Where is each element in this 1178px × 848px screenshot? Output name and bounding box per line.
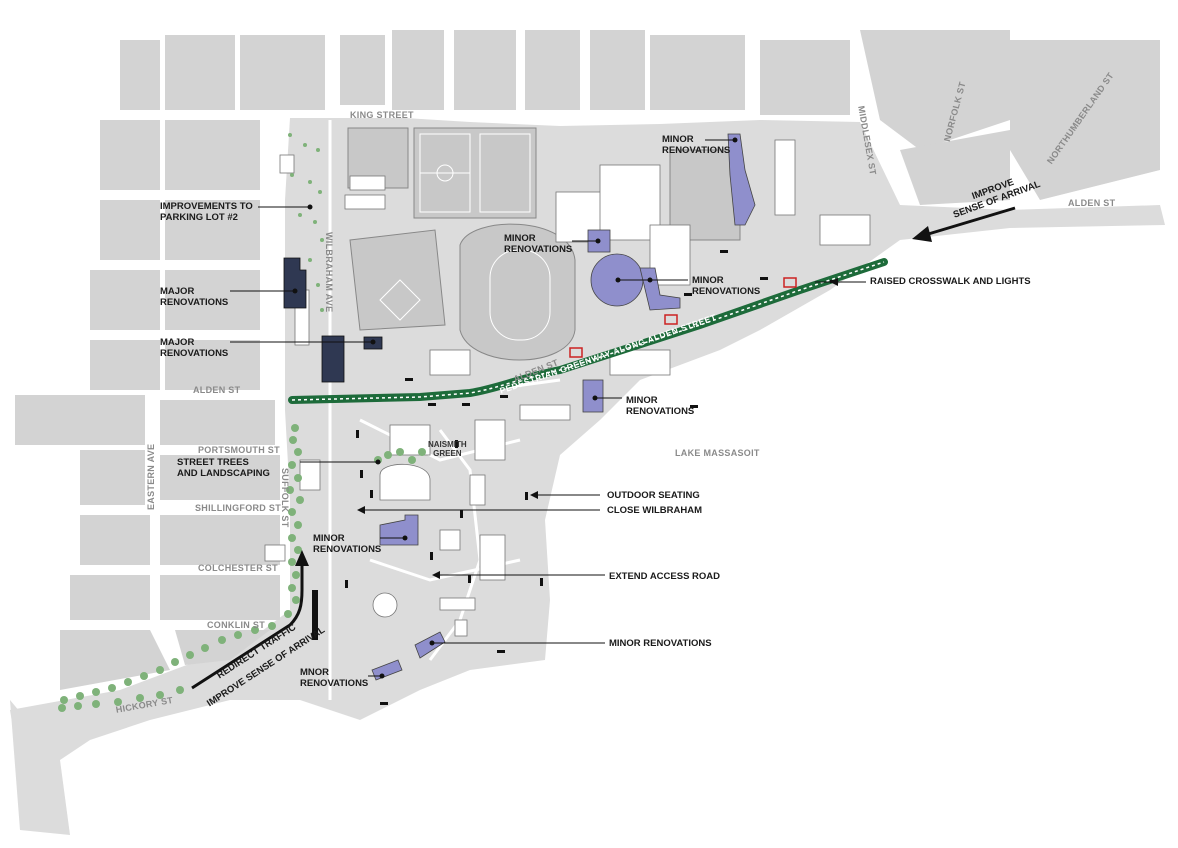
minor-lake-line-2: RENOVATIONS (626, 406, 695, 417)
minor-center-line-1: MINOR (504, 233, 536, 244)
colchester-st-label: COLCHESTER ST (198, 563, 278, 573)
minor-renovations-callout-south: MINOR RENOVATIONS (313, 533, 381, 555)
wilbraham-ave-label: WILBRAHAM AVE (324, 232, 334, 313)
minor-top-line-2: RENOVATIONS (662, 145, 731, 156)
mnor-renovations-callout: MNOR RENOVATIONS (300, 667, 368, 689)
callout-dots (292, 137, 738, 679)
major2-line-2: RENOVATIONS (160, 348, 229, 359)
suffolk-st-label: SUFFOLK ST (280, 468, 290, 528)
minor-renovations-callout-top: MINOR RENOVATIONS (662, 134, 730, 156)
close-wilbraham-callout: CLOSE WILBRAHAM (607, 505, 702, 516)
redirect-traffic-arrow (191, 550, 309, 690)
parking-lot-callout: IMPROVEMENTS TO PARKING LOT #2 (160, 201, 253, 223)
street-trees (58, 133, 426, 712)
major1-line-1: MAJOR (160, 286, 195, 297)
pedestrian-greenway (288, 258, 888, 404)
minor-top-line-1: MINOR (662, 134, 694, 145)
minor-renovations-callout-se: MINOR RENOVATIONS (609, 638, 712, 649)
minor-center-line-2: RENOVATIONS (504, 244, 573, 255)
outdoor-seating-callout: OUTDOOR SEATING (607, 490, 700, 501)
mnor-line-1: MNOR (300, 667, 330, 678)
lake-massasoit-label: LAKE MASSASOIT (675, 448, 760, 458)
trees-line-1: STREET TREES (177, 457, 249, 468)
minor-renovations-callout-dome: MINOR RENOVATIONS (692, 275, 760, 297)
trees-line-2: AND LANDSCAPING (177, 468, 270, 479)
mnor-line-2: RENOVATIONS (300, 678, 369, 689)
major-renovations-callout-1: MAJOR RENOVATIONS (160, 286, 228, 308)
callout-arrows (357, 278, 838, 579)
redirect-traffic-road (312, 590, 318, 640)
conklin-st-label: CONKLIN ST (207, 620, 265, 630)
buildings (264, 139, 871, 637)
street-trees-callout: STREET TREES AND LANDSCAPING (177, 457, 270, 479)
minor-renovations-callout-lake: MINOR RENOVATIONS (626, 395, 694, 417)
king-street-label: KING STREET (350, 110, 414, 120)
parking-line-1: IMPROVEMENTS TO (160, 201, 253, 212)
outdoor-seating-markers (345, 250, 838, 705)
shillingford-st-label: SHILLINGFORD ST (195, 503, 281, 513)
alden-street-east-label: ALDEN ST (1068, 198, 1116, 208)
major-renovations-callout-2: MAJOR RENOVATIONS (160, 337, 228, 359)
minor-dome-line-1: MINOR (692, 275, 724, 286)
raised-crosswalk-callout: RAISED CROSSWALK AND LIGHTS (870, 276, 1031, 287)
eastern-ave-label: EASTERN AVE (146, 443, 156, 510)
portsmouth-st-label: PORTSMOUTH ST (198, 445, 280, 455)
naismith-green-label: NAISMITH GREEN (428, 440, 467, 458)
major2-line-1: MAJOR (160, 337, 195, 348)
city-blocks (15, 30, 1160, 690)
minor-renovations-callout-center: MINOR RENOVATIONS (504, 233, 572, 255)
raised-crosswalks (569, 277, 797, 358)
minor-lake-line-1: MINOR (626, 395, 658, 406)
minor-dome-line-2: RENOVATIONS (692, 286, 761, 297)
major-renovation-buildings (283, 257, 383, 383)
minor-south-line-1: MINOR (313, 533, 345, 544)
field-details (379, 133, 551, 341)
major1-line-2: RENOVATIONS (160, 297, 229, 308)
parking-line-2: PARKING LOT #2 (160, 212, 238, 223)
extend-access-road-callout: EXTEND ACCESS ROAD (609, 571, 721, 582)
callout-leaders (230, 139, 866, 677)
naismith-line-2: GREEN (433, 449, 462, 458)
alden-street-west-label: ALDEN ST (193, 385, 241, 395)
naismith-line-1: NAISMITH (428, 440, 467, 449)
minor-south-line-2: RENOVATIONS (313, 544, 382, 555)
arrival-arrow-east (912, 206, 1016, 242)
